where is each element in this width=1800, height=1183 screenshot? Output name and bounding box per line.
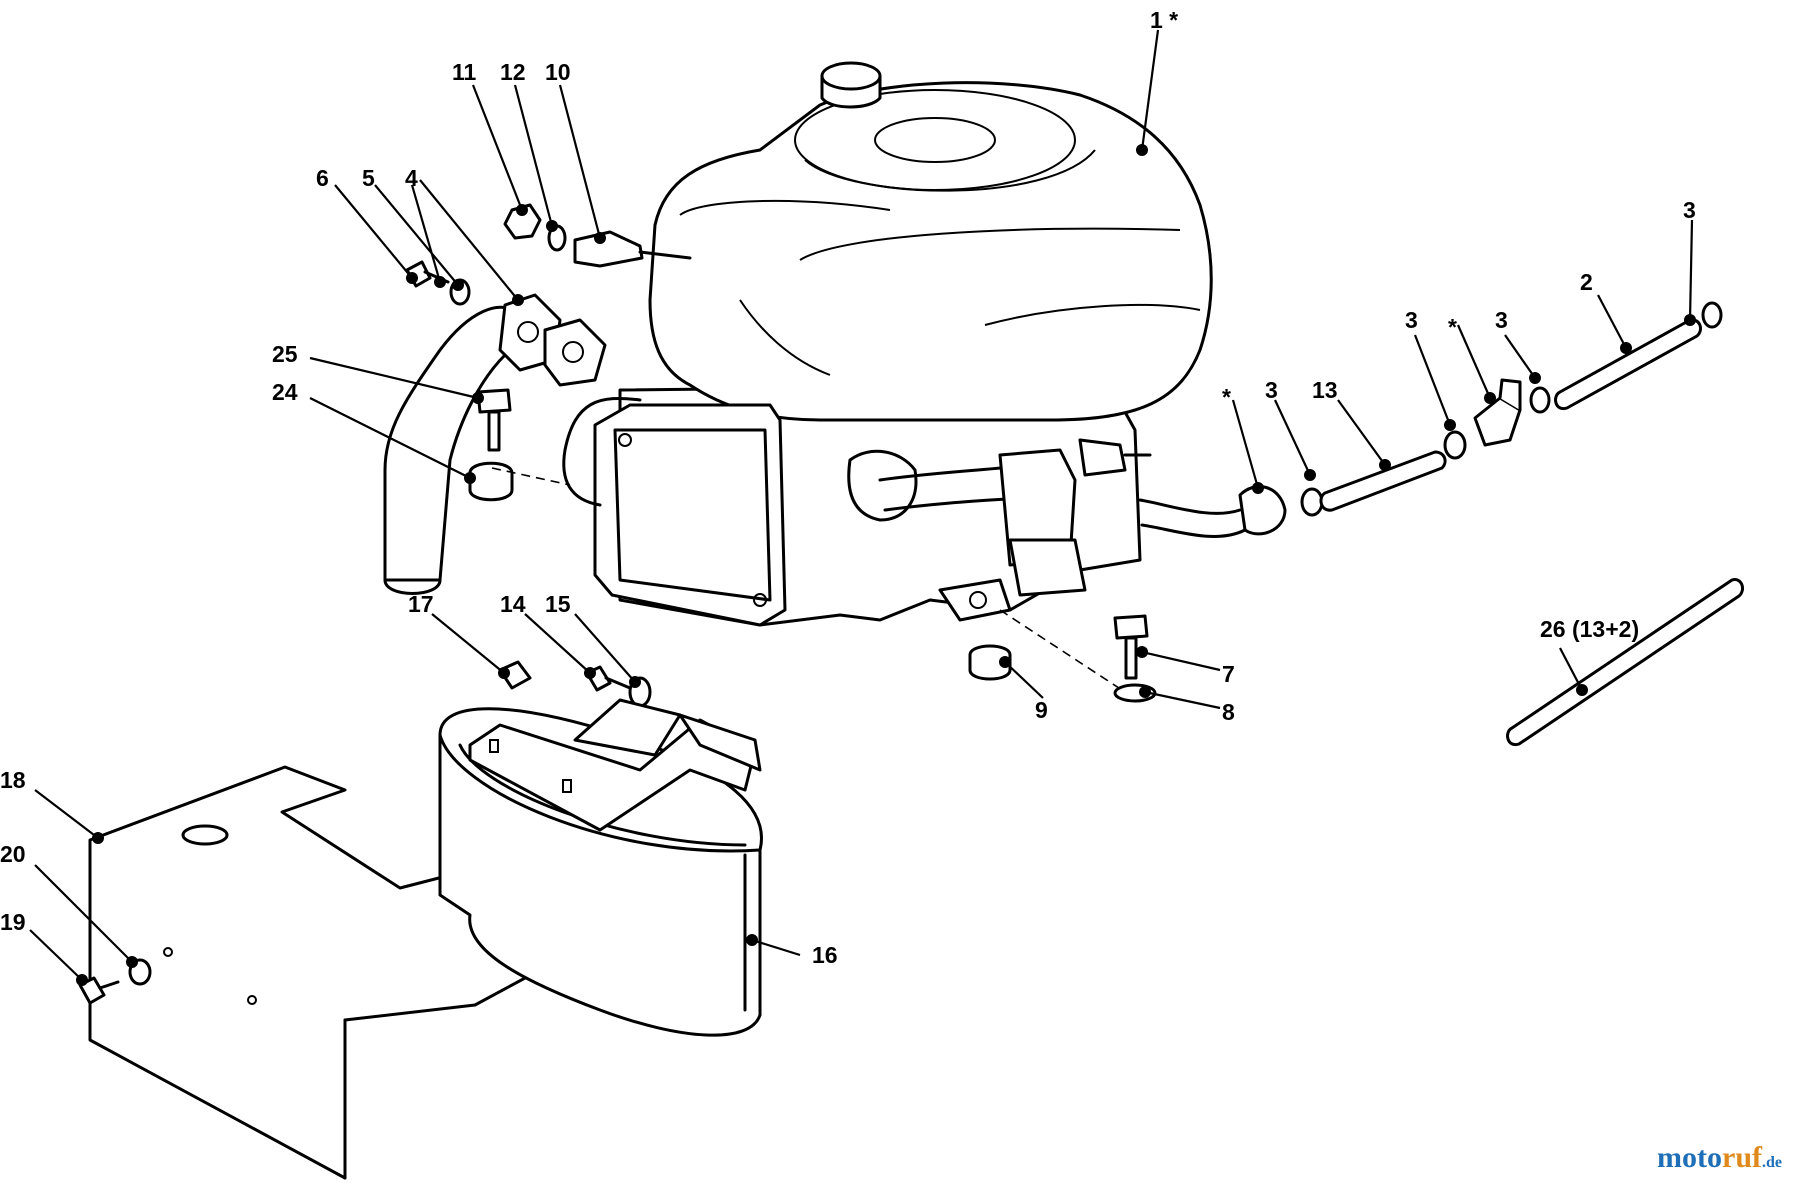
hardware <box>405 203 1157 708</box>
exhaust-pipe <box>383 293 607 595</box>
label-2: 2 <box>1580 269 1593 295</box>
label-7: 7 <box>1222 661 1235 687</box>
label-8: 8 <box>1222 699 1235 725</box>
muffler-box <box>438 698 763 1037</box>
label-16: 16 <box>812 942 838 968</box>
leaders <box>29 29 1696 986</box>
label-star-valve: * <box>1448 314 1457 340</box>
label-1: 1 * <box>1150 7 1178 33</box>
label-3-b: 3 <box>1405 307 1418 333</box>
label-3-d: 3 <box>1265 377 1278 403</box>
engine <box>562 61 1247 627</box>
label-13: 13 <box>1312 377 1338 403</box>
label-14: 14 <box>500 591 526 617</box>
label-6: 6 <box>316 165 329 191</box>
align-line-24 <box>491 467 571 486</box>
label-12: 12 <box>500 59 526 85</box>
heat-shield <box>78 765 542 1180</box>
label-18: 18 <box>0 767 26 793</box>
fuel-line-parts <box>1238 301 1744 747</box>
label-star-filter: * <box>1222 384 1231 410</box>
label-3-c: 3 <box>1495 307 1508 333</box>
label-24: 24 <box>272 379 298 405</box>
motoruf-watermark-logo: motoruf.de <box>1657 1141 1782 1174</box>
align-line-7 <box>999 609 1126 693</box>
label-4: 4 <box>405 165 418 191</box>
label-19: 19 <box>0 909 26 935</box>
label-26: 26 (13+2) <box>1540 616 1639 642</box>
label-11: 11 <box>452 59 477 85</box>
label-9: 9 <box>1035 697 1048 723</box>
label-5: 5 <box>362 165 375 191</box>
label-3-a: 3 <box>1683 197 1696 223</box>
label-10: 10 <box>545 59 571 85</box>
label-17: 17 <box>408 591 434 617</box>
label-15: 15 <box>545 591 571 617</box>
label-20: 20 <box>0 841 26 867</box>
label-25: 25 <box>272 341 298 367</box>
